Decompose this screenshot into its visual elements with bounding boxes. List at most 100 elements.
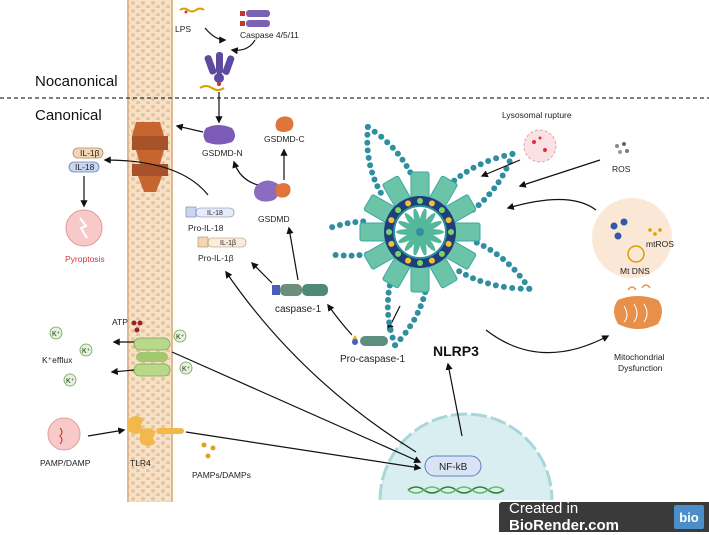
nlrp3-bead <box>348 252 355 259</box>
dna-icon <box>407 486 505 494</box>
nlrp3-asc-dot <box>417 198 423 204</box>
nf-kb-label: NF-kB <box>439 462 468 473</box>
k-ion-label-5: K⁺ <box>182 366 191 373</box>
atp-icon <box>131 320 143 333</box>
arrow-nfkb-to-pro-il <box>225 270 417 453</box>
nlrp3-bead <box>509 285 516 291</box>
il-1b-secreted-label: IL-1β <box>80 148 100 158</box>
caspase-1-label: caspase-1 <box>275 304 322 315</box>
nlrp3-bead <box>470 275 476 282</box>
nlrp3-asc-dot <box>388 217 395 224</box>
nlrp3-bead <box>492 282 499 289</box>
caspase-4511-icon <box>240 10 270 27</box>
nlrp3-bead <box>364 124 371 130</box>
arrow-lysosome-to-nlrp3 <box>480 159 521 178</box>
nlrp3-bead <box>456 268 463 275</box>
nlrp3-bead <box>500 283 507 290</box>
biorender-badge: Created in BioRender.com bio <box>499 500 709 534</box>
gsdmd-label: GSDMD <box>258 214 290 224</box>
nlrp3-bead <box>352 219 359 226</box>
pamps-damps-particles-icon <box>201 442 216 459</box>
nlrp3-nacht-domain <box>453 222 481 242</box>
nlrp3-asc-dot <box>395 250 402 257</box>
nlrp3-bead <box>505 261 512 268</box>
nlrp3-petal <box>419 231 442 244</box>
biorender-logo-icon: bio <box>674 505 704 529</box>
nlrp3-asc-dot <box>405 200 412 207</box>
nlrp3-bead <box>385 311 392 318</box>
nlrp3-bead <box>487 246 494 253</box>
nlrp3-bead <box>367 162 374 169</box>
arrow-ros-to-nlrp3 <box>518 159 601 188</box>
nlrp3-bead <box>389 144 396 151</box>
il-18-secreted-label: IL-18 <box>75 162 95 172</box>
lysosome-icon <box>523 129 557 163</box>
nlrp3-bead <box>485 280 491 287</box>
nlrp3-bead <box>411 316 418 323</box>
nlrp3-bead <box>340 252 347 259</box>
gsdmd-n-label: GSDMD-N <box>202 148 243 158</box>
nlrp3-bead <box>420 296 427 303</box>
nf-kb-icon <box>424 455 482 477</box>
nlrp3-bead <box>384 304 391 311</box>
mito-dysfunction-label-1: Mitochondrial <box>614 352 665 362</box>
mito-dysfunction-label-2: Dysfunction <box>618 363 663 373</box>
nlrp3-asc-dot <box>428 257 435 264</box>
nlrp3-bead <box>387 327 394 333</box>
nlrp3-bead <box>369 169 376 176</box>
nlrp3-asc-dot <box>428 200 435 207</box>
nlrp3-bead <box>500 256 506 262</box>
arrow-cytokine-release <box>103 156 209 196</box>
lps-label: LPS <box>175 24 191 34</box>
lysosomal-rupture-label: Lysosomal rupture <box>502 110 572 120</box>
arrow-k-efflux <box>110 367 135 376</box>
nlrp3-asc-dot <box>438 207 445 214</box>
tlr4-receptor-icon <box>128 416 184 446</box>
nlrp3-bead <box>477 278 484 284</box>
nlrp3-bead <box>378 133 385 140</box>
noncanonical-label: Nocanonical <box>35 73 118 90</box>
nlrp3-bead <box>470 164 477 171</box>
nlrp3-bead <box>493 251 500 258</box>
pro-il-18-label: Pro-IL-18 <box>188 223 224 233</box>
nlrp3-bead <box>506 158 513 165</box>
nlrp3-bead <box>403 163 410 169</box>
arrow-pro-caspase-1-to-caspase-1 <box>327 303 353 336</box>
nlrp3-bead <box>374 183 381 190</box>
caspase-lps-complex-icon <box>199 52 235 91</box>
nlrp3-bead <box>385 289 392 296</box>
nlrp3-asc-dot <box>417 260 423 266</box>
nlrp3-bead <box>480 243 487 249</box>
nlrp3-bead <box>371 128 378 135</box>
pamp-damp-label: PAMP/DAMP <box>40 458 91 468</box>
arrow-nlrp3-to-mito-dysfunction <box>485 329 610 354</box>
nlrp3-nacht-domain <box>410 265 430 293</box>
nlrp3-asc-dot <box>445 240 452 247</box>
nlrp3-bead <box>477 161 484 168</box>
nlrp3-bead <box>377 189 384 196</box>
badge-prefix: Created in <box>509 500 579 517</box>
nlrp3-bead <box>371 176 378 183</box>
nlrp3-bead <box>491 185 498 192</box>
arrow-lps-to-complex <box>204 27 227 44</box>
nlrp3-bead <box>384 139 391 146</box>
caspase-1-icon <box>272 284 328 296</box>
nlrp3-bead <box>402 329 409 336</box>
nlrp3-nacht-domain <box>410 171 430 199</box>
mt-dns-label: Mt DNS <box>620 266 650 276</box>
nlrp3-asc-dot <box>388 240 395 247</box>
arrow-nfkb-to-nlrp3 <box>445 362 463 437</box>
lps-icon <box>179 7 205 14</box>
pro-il-18-icon <box>185 206 235 218</box>
gsdmd-c-label: GSDMD-C <box>264 134 305 144</box>
nlrp3-bead <box>365 154 372 161</box>
ros-icon <box>615 142 629 154</box>
nlrp3-bead <box>407 323 414 330</box>
nlrp3-bead <box>329 224 336 231</box>
canonical-label: Canonical <box>35 107 102 124</box>
k-ion-icon-2 <box>79 343 93 357</box>
nlrp3-asc-dot <box>386 229 392 235</box>
nlrp3-bead <box>462 271 469 278</box>
nlrp3-bead <box>509 150 516 157</box>
